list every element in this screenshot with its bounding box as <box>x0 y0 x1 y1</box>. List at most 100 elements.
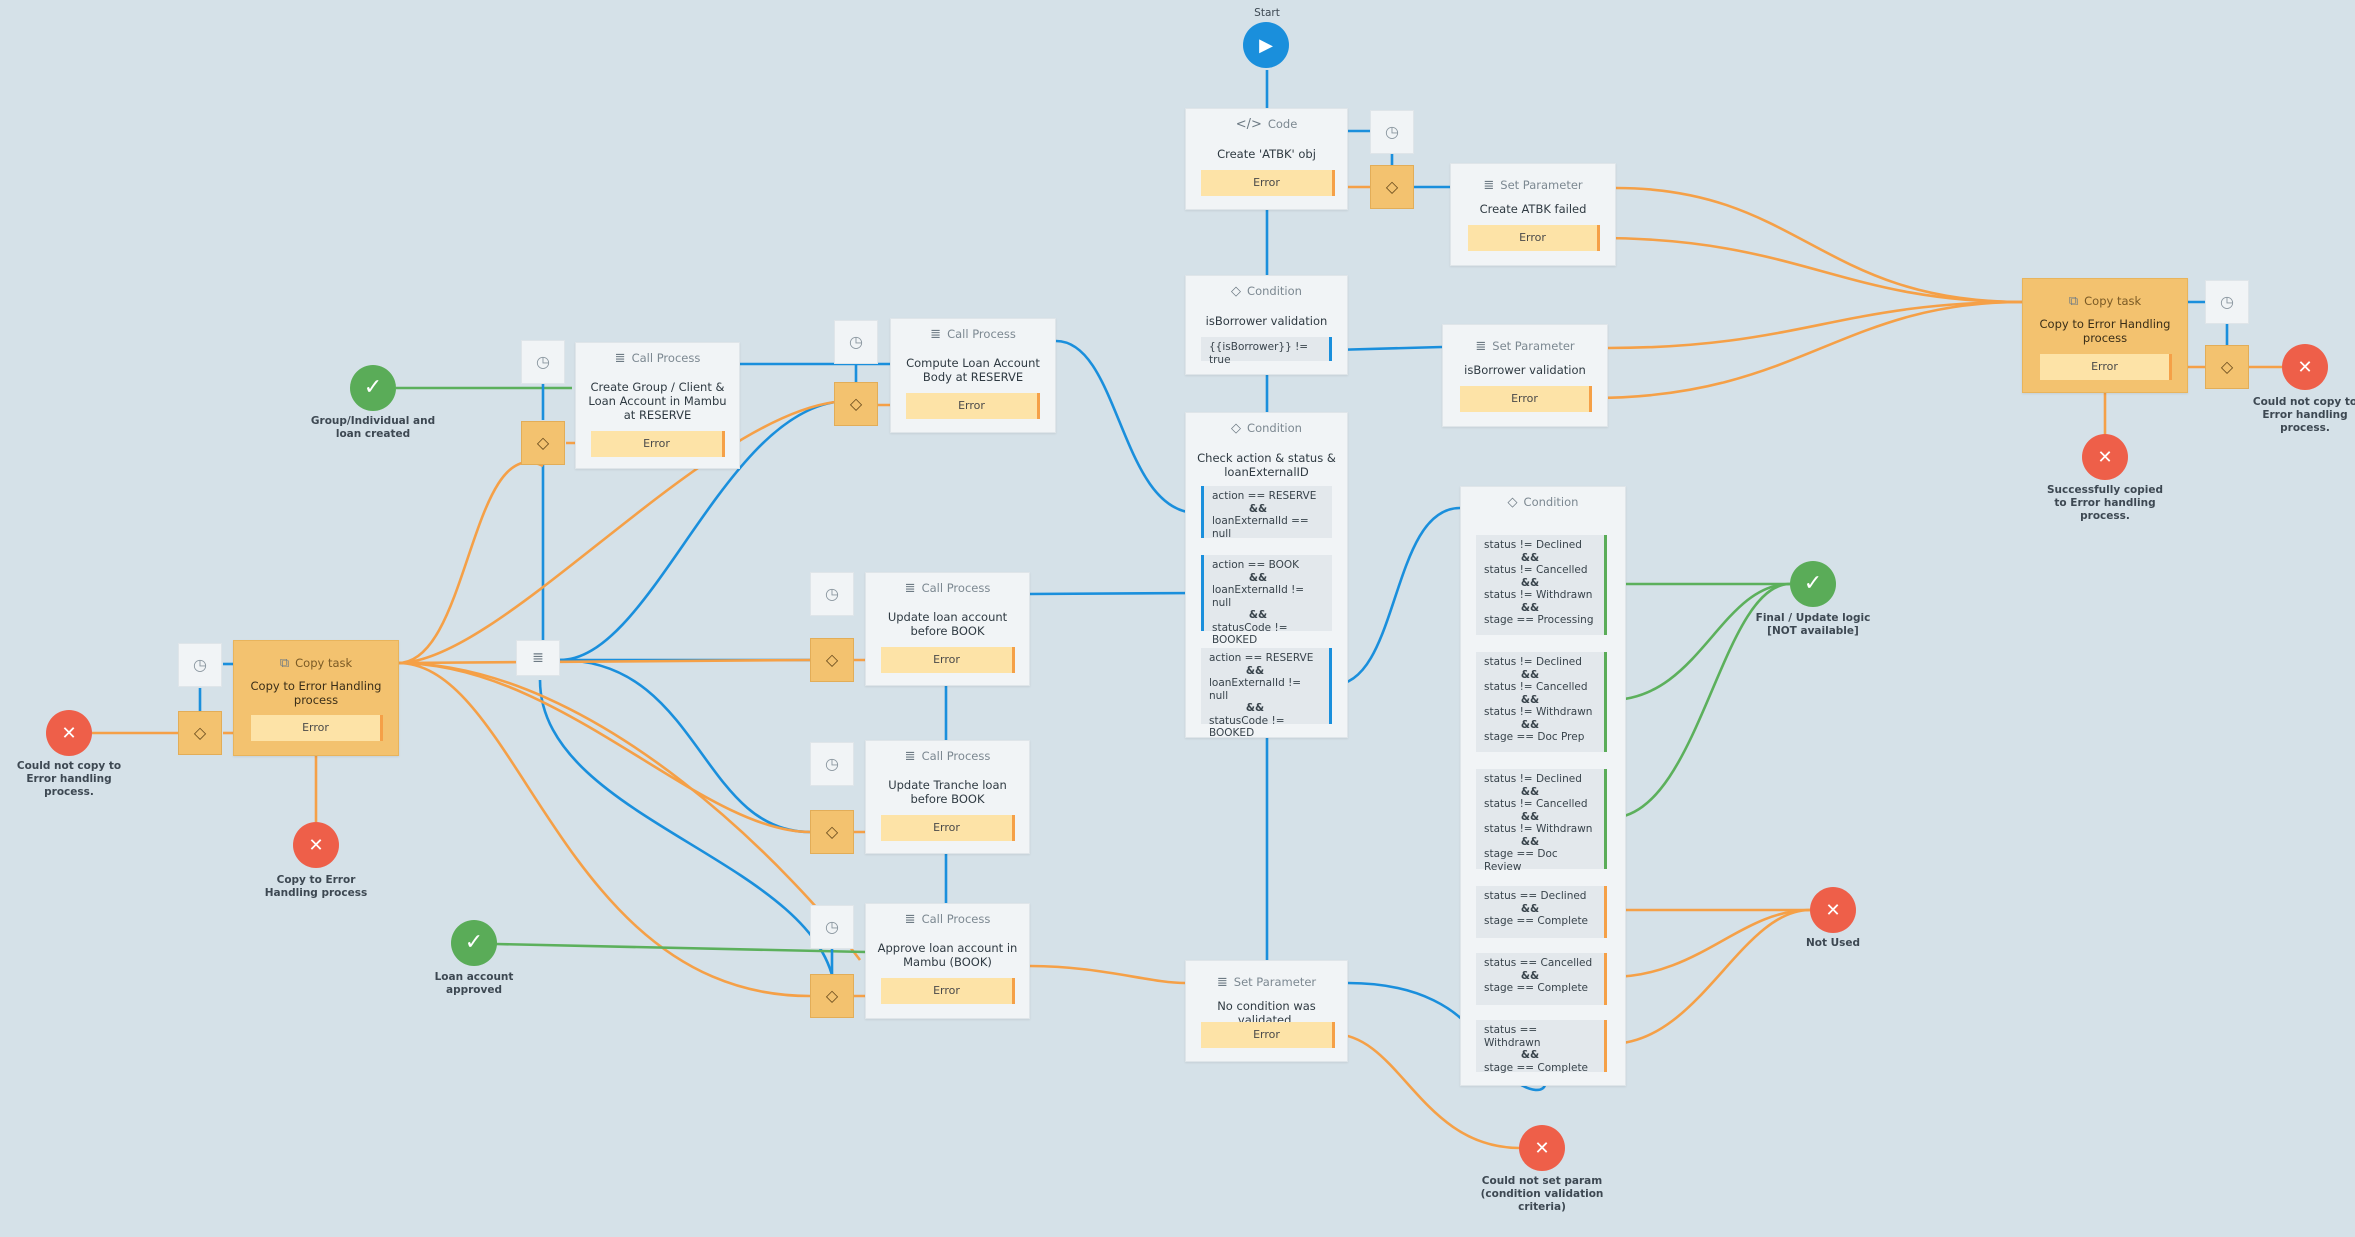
diamond-icon: ◇ <box>849 394 863 413</box>
condition-branch[interactable]: status != Declined && status != Cancelle… <box>1476 652 1607 752</box>
update-loan-node[interactable]: ≣Call Process Update loan account before… <box>865 572 1030 686</box>
condition-branch[interactable]: status == Withdrawn && stage == Complete <box>1476 1020 1607 1074</box>
diamond-icon: ◇ <box>825 986 839 1005</box>
set-parameter-nocondition-node[interactable]: ≣Set Parameter No condition was validate… <box>1185 960 1348 1062</box>
copy-task-right-node[interactable]: ⧉Copy task Copy to Error Handling proces… <box>2022 278 2188 393</box>
set-parameter-atbk-node[interactable]: ≣Set Parameter Create ATBK failed Error <box>1450 163 1616 266</box>
end-success-final-update[interactable]: ✓ <box>1790 561 1836 607</box>
end-error-copy-to-error[interactable]: ✕ <box>293 822 339 868</box>
create-group-node[interactable]: ≣Call Process Create Group / Client & Lo… <box>575 342 740 469</box>
gateway-node[interactable]: ◇ <box>2205 345 2249 389</box>
gateway-node[interactable]: ◇ <box>810 638 854 682</box>
start-event[interactable]: ▶ <box>1243 22 1289 68</box>
check-icon: ✓ <box>1803 571 1823 596</box>
error-port[interactable]: Error <box>1468 225 1600 251</box>
start-success-loan-approved[interactable]: ✓ <box>451 920 497 966</box>
condition-branch[interactable]: status == Declined && stage == Complete <box>1476 886 1607 938</box>
condition-expr: status != Withdrawn <box>1484 706 1593 718</box>
and-operator: && <box>1520 785 1540 798</box>
set-parameter-isborrower-node[interactable]: ≣Set Parameter isBorrower validation Err… <box>1442 324 1608 427</box>
and-operator: && <box>1520 969 1540 982</box>
condition-expr: loanExternalId != null <box>1212 584 1305 609</box>
list-icon: ≣ <box>904 749 916 764</box>
condition-branch[interactable]: status == Cancelled && stage == Complete <box>1476 953 1607 1005</box>
condition-branch[interactable]: action == BOOK && loanExternalId != null… <box>1201 555 1332 646</box>
error-port[interactable]: Error <box>881 978 1015 1004</box>
end-label: Successfully copied to Error handling pr… <box>2046 484 2164 522</box>
and-operator: && <box>1520 693 1540 706</box>
timer-node[interactable]: ◷ <box>810 572 854 616</box>
timer-node[interactable]: ◷ <box>810 742 854 786</box>
node-title: Update loan account before BOOK <box>887 610 1008 638</box>
update-tranche-node[interactable]: ≣ Call Process Update Tranche loan before… <box>865 740 1030 854</box>
close-icon: ✕ <box>2297 357 2313 378</box>
gateway-node[interactable]: ◇ <box>521 421 565 465</box>
and-operator: && <box>1520 576 1540 589</box>
condition-branch[interactable]: status != Declined && status != Cancelle… <box>1476 769 1607 873</box>
status-condition-node[interactable]: ◇Condition status != Declined && status … <box>1460 486 1626 1086</box>
error-port[interactable]: Error <box>881 815 1015 841</box>
approve-loan-node[interactable]: ≣Call Process Approve loan account in Ma… <box>865 903 1030 1019</box>
condition-branch[interactable]: {{isBorrower}} != true <box>1201 337 1332 366</box>
compute-body-node[interactable]: ≣Call Process Compute Loan Account Body … <box>890 318 1056 433</box>
timer-node[interactable]: ◷ <box>834 320 878 364</box>
list-icon: ≣ <box>1216 975 1228 990</box>
gateway-node[interactable]: ◇ <box>178 711 222 755</box>
end-error-could-not-copy-left[interactable]: ✕ <box>46 710 92 756</box>
condition-expr: stage == Doc Prep <box>1484 731 1585 743</box>
error-port[interactable]: Error <box>1201 1022 1335 1048</box>
end-label: Could not copy to Error handling process… <box>16 760 122 798</box>
end-error-not-used[interactable]: ✕ <box>1810 887 1856 933</box>
gateway-node[interactable]: ◇ <box>834 382 878 426</box>
copy-task-left-node[interactable]: ⧉Copy task Copy to Error Handling proces… <box>233 640 399 756</box>
gateway-node[interactable]: ◇ <box>810 974 854 1018</box>
timer-node[interactable]: ◷ <box>1370 110 1414 154</box>
error-port[interactable]: Error <box>2040 354 2172 380</box>
start-success-group-created[interactable]: ✓ <box>350 365 396 411</box>
timer-node[interactable]: ◷ <box>810 905 854 949</box>
node-type-label: Condition <box>1247 284 1302 298</box>
timer-node[interactable]: ◷ <box>178 643 222 687</box>
error-port[interactable]: Error <box>906 393 1040 419</box>
error-port[interactable]: Error <box>251 715 383 741</box>
node-type-label: Call Process <box>921 581 991 595</box>
timer-node[interactable]: ◷ <box>521 340 565 384</box>
error-port[interactable]: Error <box>1460 386 1592 412</box>
end-error-could-not-set[interactable]: ✕ <box>1519 1125 1565 1171</box>
and-operator: && <box>1520 551 1540 564</box>
condition-expr: status != Declined <box>1484 539 1582 551</box>
error-port[interactable]: Error <box>591 431 725 457</box>
node-type-label: Condition <box>1247 421 1302 435</box>
condition-expr: status != Cancelled <box>1484 798 1588 810</box>
clock-icon: ◷ <box>193 655 207 674</box>
gateway-node[interactable]: ◇ <box>810 810 854 854</box>
end-error-successfully-copied[interactable]: ✕ <box>2082 434 2128 480</box>
junction-node[interactable]: ≣ <box>516 640 560 676</box>
node-type-label: Call Process <box>921 749 991 763</box>
condition-branch[interactable]: action == RESERVE && loanExternalId != n… <box>1201 648 1332 739</box>
end-label: Final / Update logic [NOT available] <box>1755 612 1871 637</box>
end-error-could-not-copy-right[interactable]: ✕ <box>2282 344 2328 390</box>
code-node[interactable]: </>Code Create 'ATBK' obj Error <box>1185 108 1348 210</box>
and-operator: && <box>1520 902 1540 915</box>
condition-branch[interactable]: action == RESERVE && loanExternalId == n… <box>1201 486 1332 540</box>
check-action-condition-node[interactable]: ◇Condition Check action & status & loanE… <box>1185 412 1348 739</box>
condition-expr: action == BOOK <box>1212 559 1300 571</box>
end-label: Could not copy to Error handling process… <box>2252 396 2355 434</box>
error-port[interactable]: Error <box>1201 170 1335 196</box>
clock-icon: ◷ <box>825 917 839 936</box>
error-port[interactable]: Error <box>881 647 1015 673</box>
isborrower-condition-node[interactable]: ◇Condition isBorrower validation {{isBor… <box>1185 275 1348 375</box>
check-icon: ✓ <box>464 930 484 955</box>
node-title: Update Tranche loan before BOOK <box>888 778 1007 806</box>
timer-node[interactable]: ◷ <box>2205 280 2249 324</box>
condition-branch[interactable]: status != Declined && status != Cancelle… <box>1476 535 1607 635</box>
list-icon: ≣ <box>614 351 626 366</box>
gateway-node[interactable]: ◇ <box>1370 165 1414 209</box>
node-type-label: Call Process <box>947 327 1016 341</box>
condition-expr: status != Withdrawn <box>1484 823 1593 835</box>
condition-expr: loanExternalId == null <box>1212 515 1309 540</box>
node-title: Compute Loan Account Body at RESERVE <box>906 356 1040 384</box>
node-type-label: Set Parameter <box>1492 339 1575 353</box>
